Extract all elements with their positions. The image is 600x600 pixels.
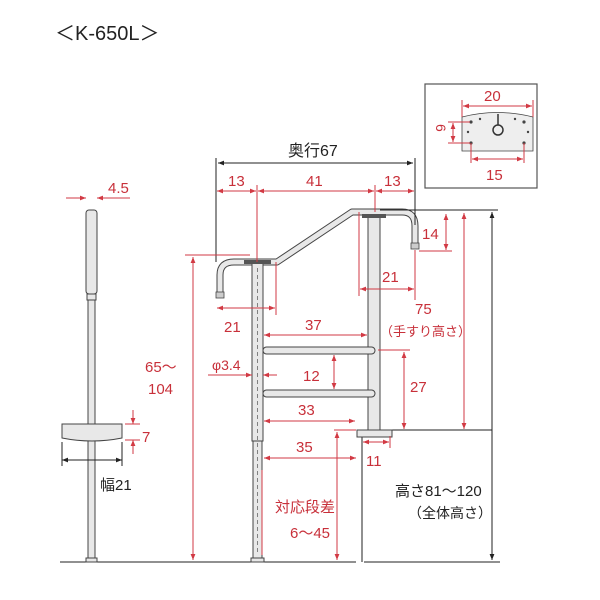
dim-grip-drop: 14	[422, 226, 439, 243]
dim-rung-height: 27	[410, 379, 427, 396]
inset-height: 6	[433, 124, 449, 132]
dim-rung-lower: 33	[298, 402, 315, 419]
side-pipe-diameter: 4.5	[108, 180, 129, 197]
dim-handrail-height: 75	[415, 301, 432, 318]
step-hook	[356, 429, 393, 438]
dim-grip-left: 21	[224, 319, 241, 336]
dim-top-middle: 41	[306, 173, 323, 190]
step-range-line2: 6～45	[290, 525, 330, 542]
side-base-height: 7	[142, 429, 150, 446]
front-view: 奥行67 13 41 13 21 37 φ3.4 12 27 33 35	[145, 142, 498, 563]
dim-rung-upper: 37	[305, 317, 322, 334]
dim-rung-spacing: 12	[303, 368, 320, 385]
side-foot	[85, 557, 98, 563]
dim-pipe-diameter: φ3.4	[212, 357, 241, 373]
inset-hole-pitch: 15	[486, 167, 503, 184]
handrail	[217, 209, 418, 295]
base-plate	[461, 112, 534, 152]
dim-top-right: 13	[384, 173, 401, 190]
rung-lower	[262, 389, 376, 398]
side-base	[61, 423, 123, 442]
depth-label: 奥行67	[288, 142, 338, 160]
dim-top-left: 13	[228, 173, 245, 190]
inset-width: 20	[484, 88, 501, 105]
dim-grip-right: 21	[382, 269, 399, 286]
side-joint	[86, 293, 97, 301]
side-width: 幅21	[100, 477, 132, 494]
side-grip	[85, 209, 98, 295]
rung-upper	[262, 346, 376, 355]
dim-base-length: 35	[296, 439, 313, 456]
total-height-line1: 高さ81～120	[395, 483, 482, 500]
handrail-height-note: （手すり高さ）	[380, 324, 471, 339]
post-height-line2: 104	[148, 381, 173, 398]
step-range-line1: 対応段差	[275, 499, 335, 516]
total-height-line2: （全体高さ）	[408, 505, 492, 521]
base-plate-inset: 20 6 15	[424, 83, 538, 189]
right-post	[367, 215, 381, 431]
side-view: 4.5 7 幅21	[61, 180, 150, 563]
model-title: ＜K-650L＞	[55, 23, 160, 45]
post-height-line1: 65～	[145, 359, 177, 376]
dim-step-edge: 11	[366, 453, 382, 470]
